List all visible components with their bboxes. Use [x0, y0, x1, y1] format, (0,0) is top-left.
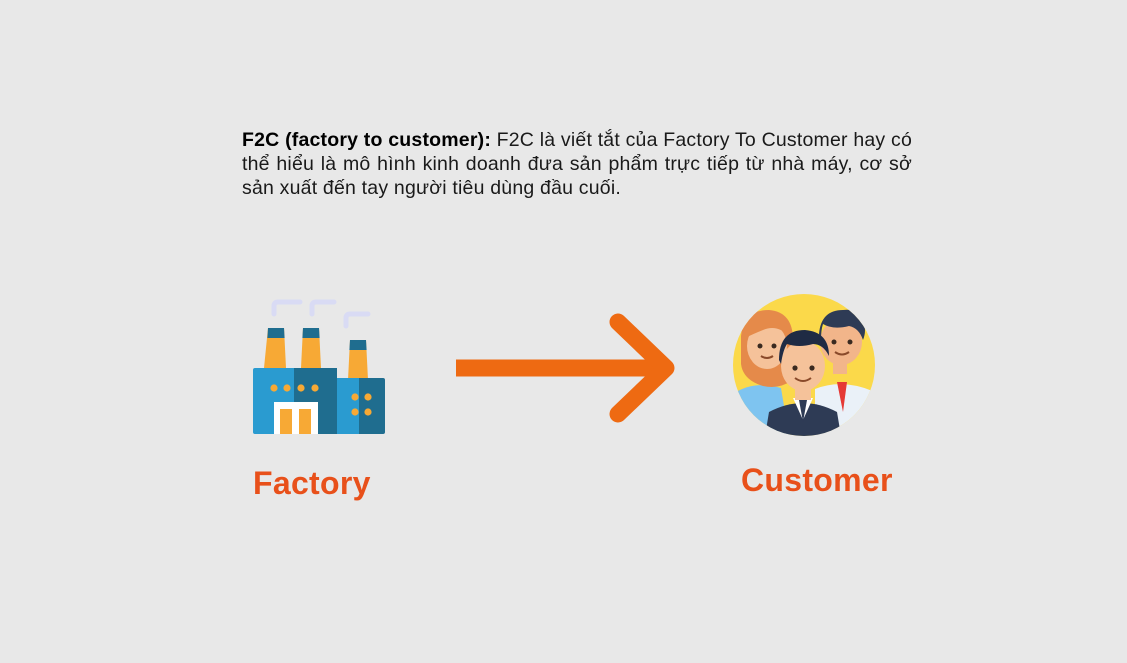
customer-label: Customer — [741, 462, 893, 498]
description-paragraph: F2C (factory to customer): F2C là viết t… — [242, 128, 912, 200]
description-term: F2C (factory to customer): — [242, 129, 492, 151]
right-arrow-icon — [456, 313, 675, 423]
customers-group-icon — [733, 294, 875, 436]
description-text: F2C là viết tắt của Factory To Customer … — [242, 129, 912, 199]
factory-icon — [253, 299, 385, 434]
factory-label: Factory — [253, 465, 371, 501]
